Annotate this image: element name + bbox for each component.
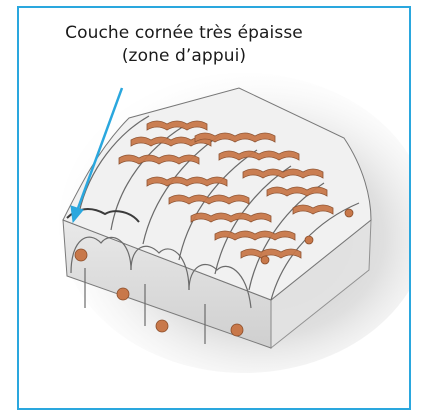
annotation-label: Couche cornée très épaisse (zone d’appui… [19, 22, 349, 68]
figure-frame: Couche cornée très épaisse (zone d’appui… [17, 6, 411, 410]
epidermis-illustration [19, 8, 411, 410]
annotation-line-2: (zone d’appui) [19, 45, 349, 68]
annotation-line-1: Couche cornée très épaisse [19, 22, 349, 45]
